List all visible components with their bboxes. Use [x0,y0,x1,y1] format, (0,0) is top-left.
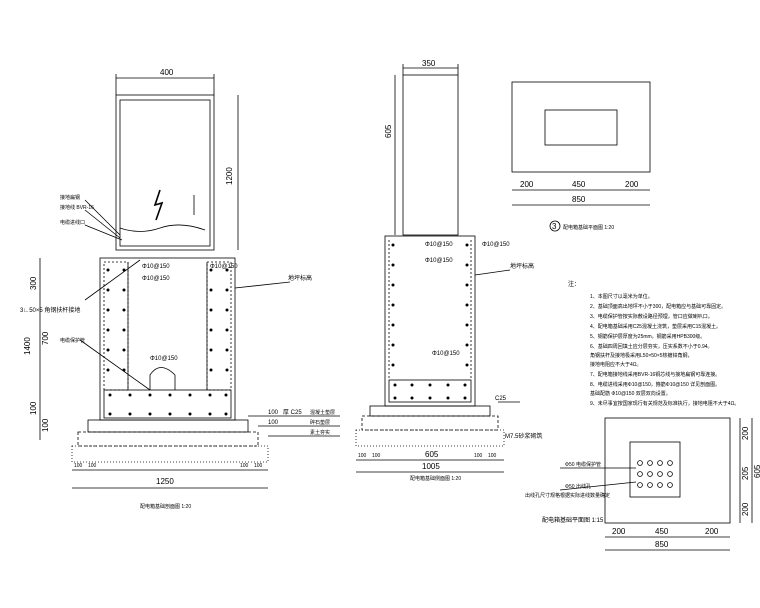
mid-s-c: 100 [474,453,483,459]
pb-pipe2: Φ50 出线孔 [565,483,591,490]
plan-top-outline [511,81,651,173]
layer1-name: 厚 C25 [283,409,302,416]
pt-total: 850 [572,195,586,204]
ground-level-label: 地坪标高 [288,274,312,282]
foundation-outline [99,257,236,421]
pb-w200a: 200 [612,527,626,536]
mid-s-b: 100 [372,453,381,459]
mid-s-a: 100 [358,453,367,459]
note-7: 角钢扶杆及接地极采用L50×50×5热镀锌角钢， [590,352,693,359]
plan-top-opening [544,109,618,146]
dim-100b: 100 [41,418,50,432]
pb-note: 出线孔尺寸规格根据实际进线数量确定 [525,492,610,499]
label-earth-wire: 接地扁钢 [60,194,80,201]
mid-caption: 配电箱基础侧面图 1:20 [410,475,461,482]
plan-bottom-outline [604,417,731,524]
mid-dim-height: 605 [384,124,393,138]
notes-title: 注： [568,280,580,288]
layer3-desc: 素土夯实 [310,429,330,436]
cabinet-outline [115,94,215,251]
mid-s-d: 100 [488,453,497,459]
mid-m-label: M7.5砂浆砌筑 [505,432,542,440]
pt-caption-num: 3 [552,222,557,231]
rebar-dots-left [106,268,229,416]
note-3: 3、电缆保护管按实际敷设路径预埋，管口应做喇叭口。 [590,313,713,320]
dim-base-width: 1250 [156,477,174,486]
mid-dim-total: 1005 [422,462,440,471]
layer2-thickness: 100 [268,420,279,426]
plan-bottom-opening [629,441,681,498]
pb-h205: 205 [741,466,750,480]
dim-700: 700 [41,331,50,345]
notes-block: 注： 1、本图尺寸以毫米为单位。 2、基础顶面高出地坪不小于300，配电箱应与基… [568,280,739,407]
mid-rebar-dots [391,243,469,400]
pt-w200b: 200 [625,180,639,189]
pb-h200a: 200 [741,426,750,440]
mid-rebar-a: Φ10@150 [425,242,453,248]
bdim-d: 100 [254,463,263,469]
plan-bottom: Φ50 电缆保护管 Φ50 出线孔 出线孔尺寸规格根据实际进线数量确定 200 … [525,417,760,551]
note-5: 5、钢筋保护层厚度为25mm，钢筋采用HPB300级。 [590,333,705,340]
dim-cabinet-height: 1200 [225,167,234,185]
note-1: 1、本图尺寸以毫米为单位。 [590,293,653,300]
note-11: 基础配筋 Φ10@150 双层双向设置。 [590,390,671,397]
dim-100a: 100 [29,401,38,415]
layer1-thickness: 100 [268,410,279,416]
note-6: 6、基础四周回填土应分层夯实，压实系数不小于0.94。 [590,343,713,350]
note-12: 9、未尽事宜按国家现行有关规范及标准执行，接地电阻不大于4Ω。 [590,400,739,407]
label-wire: 接地线 BVR-16 [60,204,94,211]
dim-top-width: 400 [160,68,174,77]
mid-ground-label: 地坪标高 [510,262,534,270]
cabinet-door [119,99,211,247]
cable-holes [637,460,673,488]
rebar-label-d: Φ10@150 [150,356,178,362]
note-9: 7、配电箱接地线采用BVR-16铜芯线与接地扁钢可靠连接。 [590,371,720,378]
dim-300: 300 [29,276,38,290]
bdim-c: 100 [240,463,249,469]
pb-w200b: 200 [705,527,719,536]
note-2: 2、基础顶面高出地坪不小于300，配电箱应与基础可靠固定。 [590,303,726,310]
mid-dim-top: 350 [422,59,436,68]
pt-caption: 配电箱基础平面图 1:20 [563,224,614,231]
pb-htotal: 605 [753,464,760,478]
middle-elevation: 350 605 Φ10@150 Φ10@150 Φ10@150 Φ10@150 … [355,59,542,482]
pb-total: 850 [655,540,669,549]
steel-label: 3∟50×5 角钢扶杆接地 [20,306,80,314]
pb-w450: 450 [655,527,669,536]
rebar-label-b: Φ10@150 [142,276,170,282]
pb-pipe1: Φ50 电缆保护管 [565,461,601,468]
pt-w200a: 200 [520,180,534,189]
pb-caption: 配电箱基础平面图 1:15 [542,516,604,524]
layer1-desc: 混凝土垫层 [310,409,335,416]
note-4: 4、配电箱基础采用C25混凝土浇筑，垫层采用C15混凝土。 [590,323,721,330]
bdim-b: 100 [88,463,97,469]
plan-top: 200 450 200 850 3 配电箱基础平面图 1:20 [511,81,651,232]
rebar-label-c: Φ10@150 [210,264,238,270]
mid-dim-inner: 605 [425,450,439,459]
mid-rebar-b: Φ10@150 [425,258,453,264]
left-elevation: 400 1200 接地扁钢 接地线 BVR-16 电缆进线口 [20,68,340,510]
mid-concrete-label: C25 [495,396,507,402]
note-8: 接地电阻应不大于4Ω。 [590,361,642,368]
pipe-label: 电缆保护管 [60,337,85,344]
high-voltage-icon [153,189,164,221]
mid-cabinet [402,74,459,236]
pt-w450: 450 [572,180,586,189]
pb-h200b: 200 [741,502,750,516]
label-cable-entry: 电缆进线口 [60,219,85,226]
left-caption: 配电箱基础剖面图 1:20 [140,503,191,510]
mid-rebar-c: Φ10@150 [482,242,510,248]
note-10: 8、电缆进线采用Φ10@150，箍筋Φ10@150 详见剖面图。 [590,381,720,388]
bdim-a: 100 [74,463,83,469]
layer2-desc: 碎石垫层 [310,419,330,426]
dim-1400: 1400 [23,337,32,355]
mid-rebar-d: Φ10@150 [432,351,460,357]
rebar-label-a: Φ10@150 [142,264,170,270]
